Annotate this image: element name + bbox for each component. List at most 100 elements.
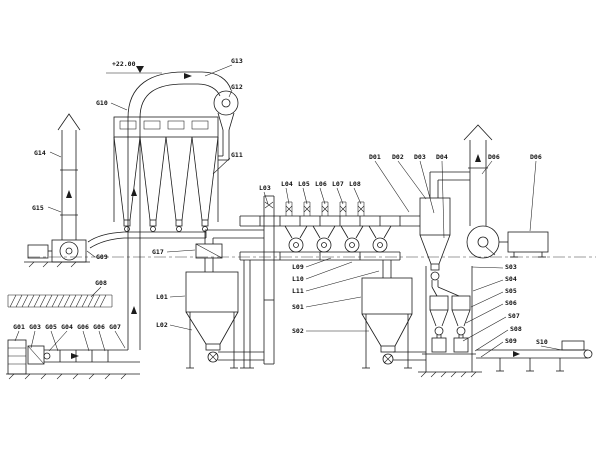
rotary-feeders [284,225,392,253]
silencer-box [507,231,549,258]
label-l01: L01 [156,293,168,301]
label-g14: G14 [34,149,46,157]
label-l02: L02 [156,321,168,329]
callout-g05: G05 [45,323,59,352]
callout-d06a: D06 [481,153,500,175]
callout-s07: S07 [462,312,520,342]
label-s03: S03 [505,263,517,271]
flow-arrows [66,73,520,359]
callout-d01: D01 [369,153,410,213]
exhaust-stack-right [463,124,493,226]
product-hopper-right [361,260,426,369]
label-g17: G17 [152,248,164,256]
callout-g07: G07 [109,323,126,349]
label-d03: D03 [414,153,426,161]
label-l03: L03 [259,184,271,192]
label-g04: G04 [61,323,73,331]
label-g12: G12 [231,83,243,91]
label-l09: L09 [292,263,304,271]
callout-l07: L07 [332,180,344,205]
label-s10: S10 [536,338,548,346]
label-s07: S07 [508,312,520,320]
exhaust-stack-left [57,113,81,240]
callout-d04: D04 [436,153,448,239]
discharge-conveyor [476,340,593,372]
label-g06a: G06 [77,323,89,331]
label-d01: D01 [369,153,381,161]
label-g11: G11 [231,151,243,159]
callout-l10: L10 [292,261,353,283]
callout-g17: G17 [152,248,196,256]
label-l05: L05 [298,180,310,188]
label-l04: L04 [281,180,293,188]
label-s04: S04 [505,275,517,283]
label-d06a: D06 [488,153,500,161]
riser-duct [127,71,232,350]
callout-g09: G09 [86,250,108,261]
label-l07: L07 [332,180,344,188]
callout-d02: D02 [392,153,427,200]
label-s01: S01 [292,303,304,311]
label-g15: G15 [32,204,44,212]
label-s02: S02 [292,327,304,335]
callout-s06: S06 [465,299,517,324]
callout-d06b: D06 [529,153,542,232]
label-g06b: G06 [93,323,105,331]
label-g09: G09 [96,253,108,261]
callout-g01: G01 [13,323,25,342]
fan-left [24,239,90,268]
callout-s03: S03 [471,263,517,271]
callout-l01: L01 [156,293,186,301]
callout-s04: S04 [472,275,517,292]
product-hopper-left [185,271,264,369]
callouts: G01 G03 G05 G04 G06 G06 G07 G08 G09 G10 … [13,57,563,358]
feed-line [6,339,140,380]
label-g07: G07 [109,323,121,331]
label-g01: G01 [13,323,25,331]
callout-g12: G12 [228,83,243,98]
callout-g03: G03 [29,323,41,349]
bag-filter [87,116,219,249]
callout-s01: S01 [292,296,362,311]
label-g03: G03 [29,323,41,331]
callout-l06: L06 [315,180,327,205]
callout-g06a: G06 [77,323,90,352]
label-g08: G08 [95,279,107,287]
hopper-feed-pipe [195,229,264,272]
label-d02: D02 [392,153,404,161]
callout-l11: L11 [292,270,380,295]
branch-valves [285,201,365,216]
callout-s10: S10 [536,338,563,351]
label-s06: S06 [505,299,517,307]
callout-g14: G14 [34,149,62,158]
elevation-marker: +22.00 [106,60,162,74]
callout-g08: G08 [90,279,107,298]
fan-right [466,225,508,259]
callout-l04: L04 [281,180,293,205]
label-s08: S08 [510,325,522,333]
callout-g13: G13 [204,57,243,77]
bucket-elevator [263,195,275,365]
label-s05: S05 [505,287,517,295]
callout-s05: S05 [470,287,517,308]
elevation-label: +22.00 [112,60,136,68]
callout-l09: L09 [292,257,332,271]
callout-g11: G11 [212,151,243,175]
inclined-belt [7,294,113,308]
callout-l03: L03 [259,184,271,205]
callout-g04: G04 [48,323,73,352]
label-l10: L10 [292,275,304,283]
callout-l02: L02 [156,321,193,331]
callout-s09: S09 [480,337,517,358]
callout-g10: G10 [96,99,128,111]
callout-g15: G15 [32,204,62,213]
label-s09: S09 [505,337,517,345]
bagging-station [418,266,482,378]
label-d06b: D06 [530,153,542,161]
label-l08: L08 [349,180,361,188]
callout-d03: D03 [414,153,435,214]
label-l06: L06 [315,180,327,188]
label-g10: G10 [96,99,108,107]
